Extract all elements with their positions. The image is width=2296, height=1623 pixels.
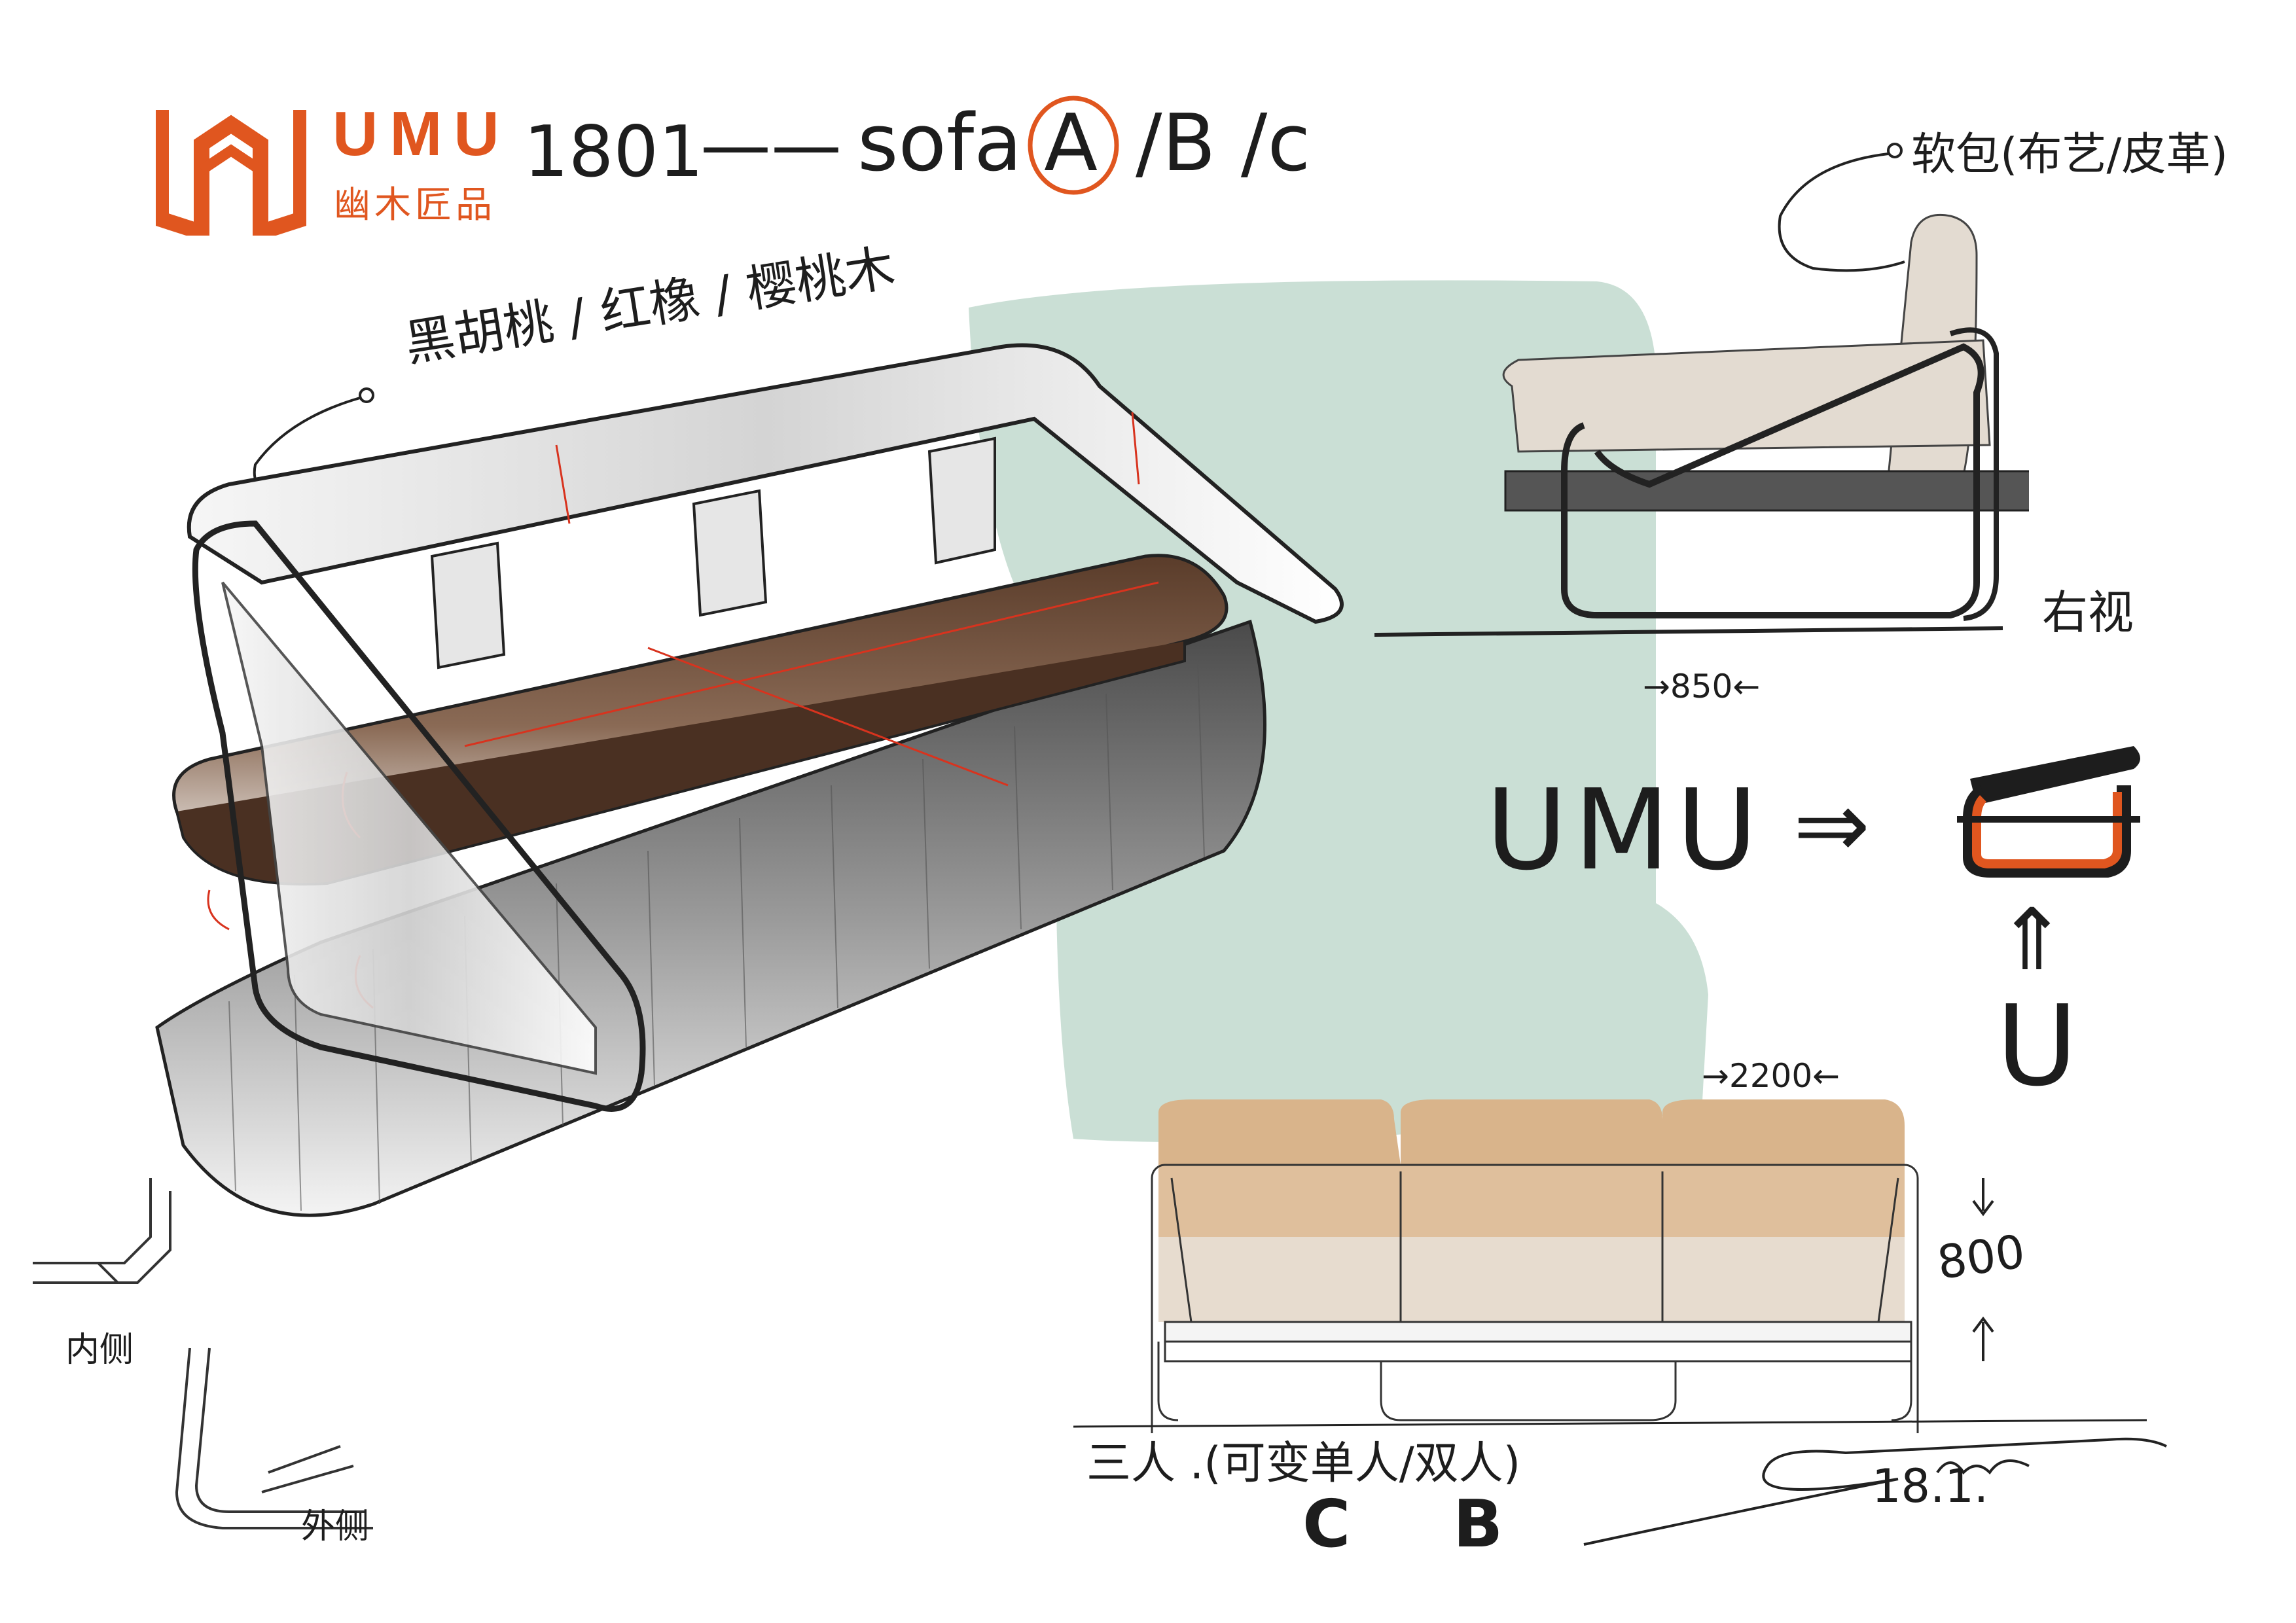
- signature-date: 18.1.: [1872, 1459, 1989, 1513]
- leader-line-soft-package: [1778, 143, 1905, 272]
- model-code: 1801: [524, 111, 704, 193]
- sofa-front-view-sketch: [1073, 1099, 2147, 1433]
- inner-corner-detail-sketch: [33, 1178, 171, 1284]
- variant-c-label: C: [1302, 1486, 1351, 1562]
- option-b-c: /B /c: [1136, 98, 1311, 189]
- variant-b-label: B: [1453, 1486, 1503, 1562]
- inner-side-label: 内侧: [65, 1330, 134, 1370]
- title-dash: ——: [700, 105, 842, 187]
- logic-brand-text: UMU: [1486, 766, 1765, 895]
- outer-corner-detail-sketch: [175, 1347, 373, 1529]
- soft-package-note: 软包(布艺/皮革): [1911, 129, 2228, 181]
- depth-dimension: →850←: [1643, 668, 1761, 705]
- side-view-label: 右视: [2042, 586, 2134, 639]
- sofa-perspective-sketch: [155, 343, 1344, 1217]
- logic-arrow-up: ⇑: [1996, 890, 2068, 990]
- logo-chinese-name: 幽木匠品: [334, 184, 496, 226]
- brand-logo: UMU 幽木匠品: [156, 98, 499, 236]
- option-a-selected: A: [1044, 98, 1098, 189]
- seat-configuration-note: 三人 .(可变单人/双人): [1086, 1438, 1521, 1489]
- logic-arrow-right: ⇒: [1793, 772, 1871, 879]
- height-dimension-arrows: [1972, 1178, 1994, 1361]
- logo-wordmark: UMU: [332, 99, 511, 169]
- width-dimension: →2200←: [1702, 1057, 1840, 1095]
- umu-logo-mark-icon: [156, 110, 306, 236]
- selection-circle-icon: [1028, 96, 1119, 195]
- outer-side-label: 外侧: [301, 1507, 370, 1546]
- logic-letter-u: U: [1996, 982, 2078, 1111]
- frame-profile-icon: [1957, 746, 2140, 878]
- signature-mark: [1583, 1437, 2167, 1546]
- option-prefix: sofa: [857, 98, 1022, 189]
- sofa-side-view-sketch: [1374, 213, 2029, 637]
